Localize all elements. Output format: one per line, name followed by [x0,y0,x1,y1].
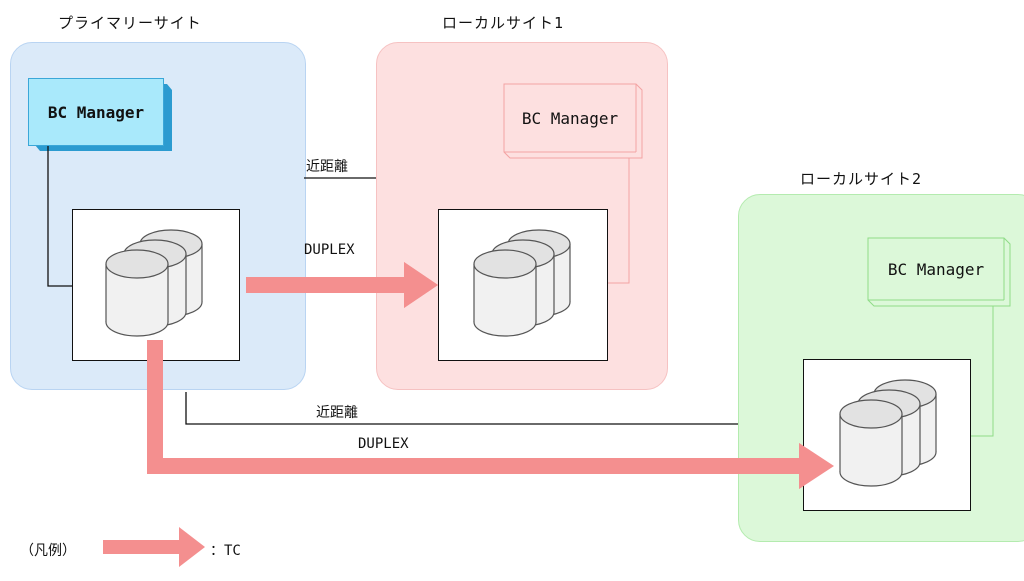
legend-label: ：TC [210,543,241,559]
local2-bc-manager: BC Manager [868,238,1004,300]
site-primary-label: プライマリーサイト [58,14,202,32]
site-local2-label: ローカルサイト2 [800,170,923,188]
local1-bc-manager: BC Manager [504,84,636,152]
local1-bc-manager-label: BC Manager [521,108,619,128]
local2-status-label: DUPLEX [358,436,409,452]
legend-arrow [103,527,205,567]
legend-prefix: （凡例） [20,543,76,559]
local2-bc-manager-label: BC Manager [887,259,985,279]
local1-status-label: DUPLEX [304,242,355,258]
local1-distance-label: 近距離 [306,159,348,175]
site-local1-label: ローカルサイト1 [442,14,565,32]
local2-distance-label: 近距離 [316,405,358,421]
primary-bc-manager: BC Manager [28,78,164,146]
primary-bc-manager-label: BC Manager [47,102,145,122]
